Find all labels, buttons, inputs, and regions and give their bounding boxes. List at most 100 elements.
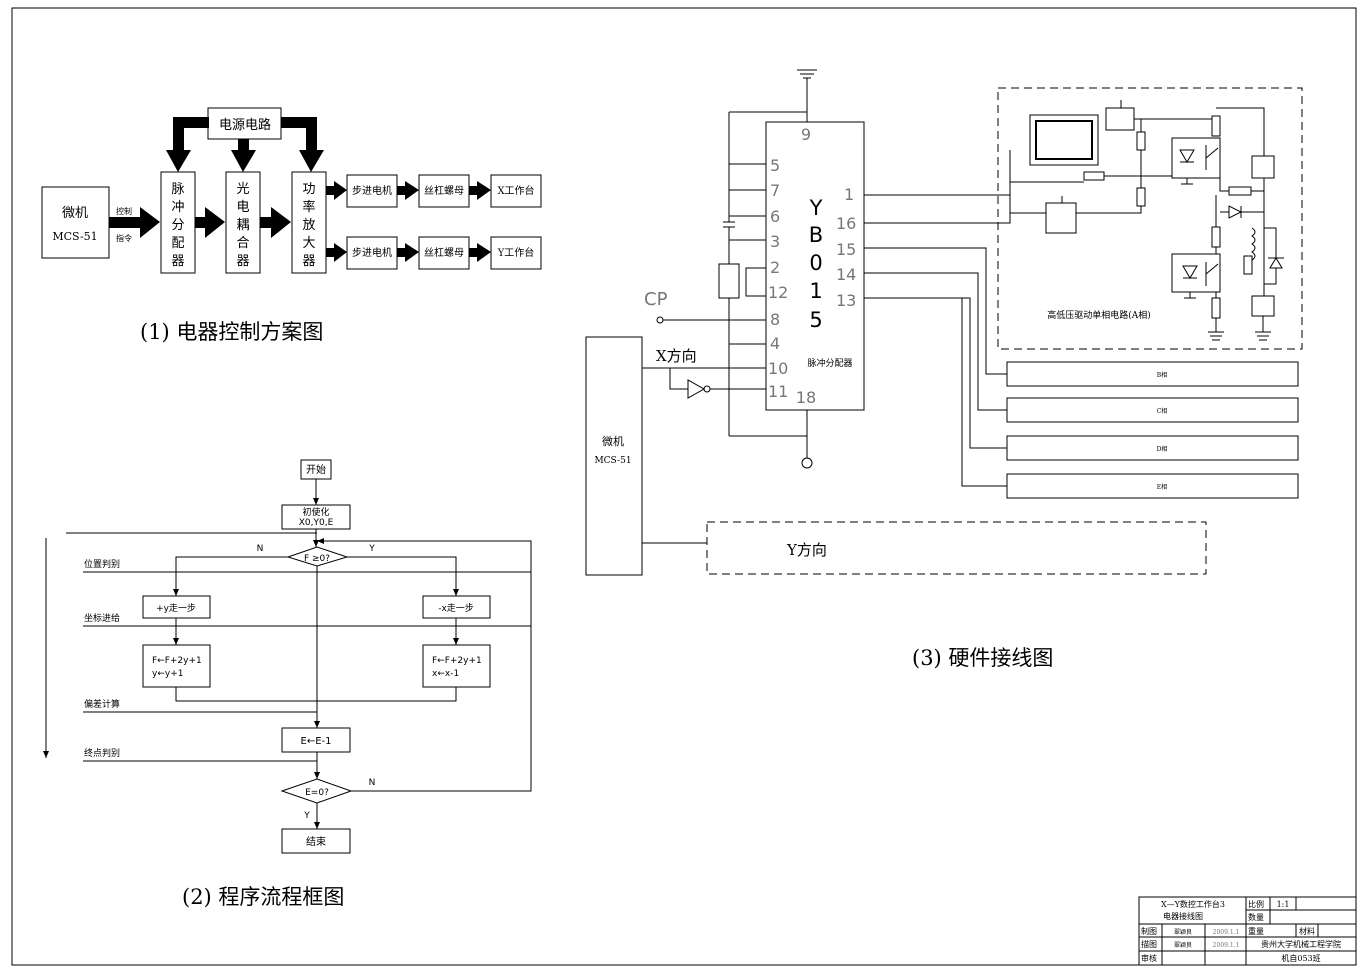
pin-right-14: 14 <box>836 265 856 284</box>
block-diagram-caption: (1) 电器控制方案图 <box>140 320 323 344</box>
y-dir-label: Y方向 <box>786 541 827 559</box>
left-step-label: +y走一步 <box>156 603 196 614</box>
phase-c: C相 <box>1157 407 1168 415</box>
title-block-labels: X—Y数控工作台3 电器接线图 比例 1:1 数量 制图 翠颖良 2009.1.… <box>1141 899 1341 963</box>
pulse-char-3: 分 <box>171 218 184 233</box>
pin-left-7: 7 <box>770 181 780 200</box>
amp-char-1: 功 <box>302 182 315 197</box>
title-block <box>1138 896 1357 966</box>
start-label: 开始 <box>306 463 326 476</box>
flowchart-connectors <box>43 479 532 829</box>
opto-char-3: 耦 <box>236 218 249 233</box>
pin-right-15: 15 <box>836 240 856 259</box>
tb-traced-name: 翠颖良 <box>1174 941 1192 949</box>
mcu-label-2: MCS-51 <box>52 230 97 243</box>
init-label-2: X0,Y0,E <box>299 518 334 528</box>
y-direction-box <box>706 521 1207 575</box>
stepper-y-label: 步进电机 <box>352 246 392 259</box>
amp-char-3: 放 <box>302 218 315 233</box>
stage-feed: 坐标进给 <box>84 612 120 624</box>
amp-box <box>291 171 327 274</box>
pulse-char-5: 器 <box>171 254 184 269</box>
yb015-chip <box>765 121 865 411</box>
cmd-label: 指令 <box>116 233 132 243</box>
e-update-box <box>281 727 351 753</box>
opto-char-5: 器 <box>236 254 249 269</box>
mcu-box <box>41 186 110 259</box>
tb-title-2: 电器接线图 <box>1163 911 1203 921</box>
pin-right-16: 16 <box>836 214 856 233</box>
x-dir-label: X方向 <box>656 347 697 365</box>
pin-left-11: 11 <box>768 382 788 401</box>
stage-position: 位置判别 <box>84 558 120 570</box>
opto-char-1: 光 <box>236 182 249 197</box>
phase-e: E相 <box>1157 483 1167 491</box>
pin-left-12: 12 <box>768 283 788 302</box>
flowchart-labels: 开始 初使化 X0,Y0,E F ≥0? N Y +y走一步 -x走一步 F←F… <box>84 463 482 909</box>
table-y-box <box>490 236 542 270</box>
tb-traced: 描图 <box>1141 939 1157 949</box>
tb-quantity: 数量 <box>1248 912 1264 922</box>
block-diagram-labels: 电源电路 微机 MCS-51 控制 指令 脉 冲 分 配 器 光 电 耦 合 器… <box>52 117 534 344</box>
pin-left-3: 3 <box>770 232 780 251</box>
driver-dashed-box <box>706 87 1303 575</box>
hardware-lines <box>585 69 1299 576</box>
e-check-label: E=0? <box>305 788 329 798</box>
pin-left-4: 4 <box>770 334 780 353</box>
control-block-diagram <box>41 107 542 274</box>
tb-weight: 重量 <box>1248 926 1264 936</box>
tb-school: 贵州大学机械工程学院 <box>1261 939 1341 949</box>
flowchart-caption: (2) 程序流程框图 <box>182 885 344 909</box>
thick-arrows <box>109 117 491 262</box>
tb-traced-date: 2009.1.1 <box>1213 942 1240 949</box>
table-x-box <box>490 174 542 208</box>
tb-drawn-date: 2009.1.1 <box>1213 929 1240 936</box>
e-update-label: E←E-1 <box>301 736 332 747</box>
amp-char-5: 器 <box>302 254 315 269</box>
n-label-1: N <box>257 544 264 554</box>
y-label-1: Y <box>368 544 375 554</box>
cp-terminal <box>656 316 664 324</box>
left-calc-box <box>142 644 211 688</box>
chip-char-1: Y <box>809 196 823 220</box>
driver-caption: 高低压驱动单相电路(A相) <box>1047 309 1151 321</box>
pin-right-1: 1 <box>844 185 854 204</box>
amp-char-4: 大 <box>302 236 315 251</box>
right-calc-2: x←x-1 <box>432 669 459 679</box>
table-x-label: X工作台 <box>497 184 534 197</box>
stepper-x-label: 步进电机 <box>352 184 392 197</box>
y-label-2: Y <box>303 811 310 821</box>
screw-y-label: 丝杠螺母 <box>424 246 464 259</box>
phase-d: D相 <box>1157 445 1168 453</box>
pin-left-6: 6 <box>770 207 780 226</box>
tb-class: 机自053班 <box>1281 953 1320 963</box>
stage-error: 偏差计算 <box>84 698 120 710</box>
pin-top: 9 <box>801 125 811 144</box>
driver-circuit <box>1010 100 1284 341</box>
tb-material: 材料 <box>1299 926 1315 936</box>
chip-char-4: 1 <box>809 279 822 303</box>
ctrl-label: 控制 <box>116 206 132 216</box>
pulse-char-1: 脉 <box>171 182 184 197</box>
stage-endpoint: 终点判别 <box>84 747 120 759</box>
opto-char-2: 电 <box>236 200 249 215</box>
tb-title-1: X—Y数控工作台3 <box>1161 899 1225 909</box>
hardware-labels: Y B 0 1 5 脉冲分配器 9 5 7 6 3 2 12 8 4 10 11… <box>594 125 1167 670</box>
pin-right-13: 13 <box>836 291 856 310</box>
mcu-block <box>585 336 643 576</box>
tb-scale: 比例 <box>1248 899 1264 909</box>
mcu-label-1: 微机 <box>62 206 88 221</box>
decision-label: F ≥0? <box>304 554 330 564</box>
chip-char-2: B <box>809 223 823 247</box>
phase-b: B相 <box>1157 371 1167 379</box>
chip-char-5: 5 <box>809 308 822 332</box>
sheet-frame <box>11 7 1357 966</box>
pin-left-10: 10 <box>768 359 788 378</box>
n-label-2: N <box>369 778 376 788</box>
right-calc-1: F←F+2y+1 <box>432 656 482 666</box>
table-y-label: Y工作台 <box>497 246 535 259</box>
pulse-char-2: 冲 <box>171 200 184 215</box>
left-calc-1: F←F+2y+1 <box>152 656 202 666</box>
bottom-terminal <box>801 457 813 469</box>
